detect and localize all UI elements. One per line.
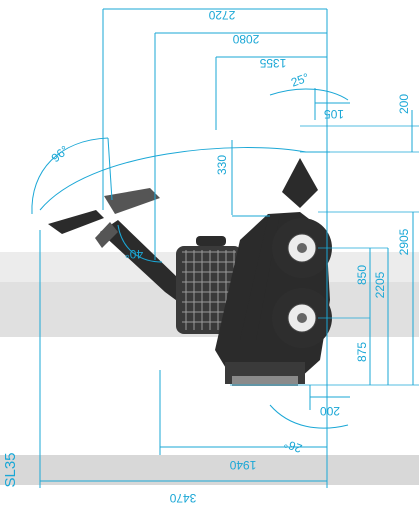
bottom-counterweight	[232, 376, 298, 386]
label-2720: 2720	[208, 8, 235, 22]
label-angle-40: 40°	[125, 247, 143, 261]
label-2080: 2080	[232, 32, 259, 46]
cab-handle	[196, 236, 226, 246]
label-3470: 3470	[169, 491, 196, 505]
label-200-bottom: 200	[320, 404, 340, 418]
label-200-top: 200	[397, 94, 411, 114]
label-1940: 1940	[229, 458, 256, 472]
bucket	[48, 210, 104, 234]
ground-band	[0, 455, 419, 485]
rear-wheel	[272, 288, 332, 348]
label-105: 105	[324, 107, 344, 121]
boom-post	[240, 214, 280, 340]
label-1355: 1355	[259, 56, 286, 70]
label-875: 875	[355, 342, 369, 362]
label-angle-25: 25°	[289, 70, 311, 89]
skid-steer-loader	[48, 158, 332, 386]
bucket-raised	[104, 188, 160, 214]
cab-grid	[182, 250, 236, 330]
label-angle-96: 96°	[49, 143, 72, 166]
front-wheel	[272, 218, 332, 278]
arc-96	[31, 137, 109, 215]
model-label: SL35	[2, 452, 19, 487]
arm-joint	[95, 222, 118, 248]
arc-40	[117, 224, 163, 263]
arc-25	[269, 88, 349, 101]
label-330: 330	[215, 155, 229, 175]
bucket-dump	[282, 158, 318, 208]
label-850: 850	[355, 265, 369, 285]
label-angle-26: 26°	[282, 436, 304, 455]
label-2205: 2205	[373, 271, 387, 298]
label-2905: 2905	[397, 228, 411, 255]
arc-26	[269, 404, 349, 429]
dimension-lines	[31, 8, 419, 488]
